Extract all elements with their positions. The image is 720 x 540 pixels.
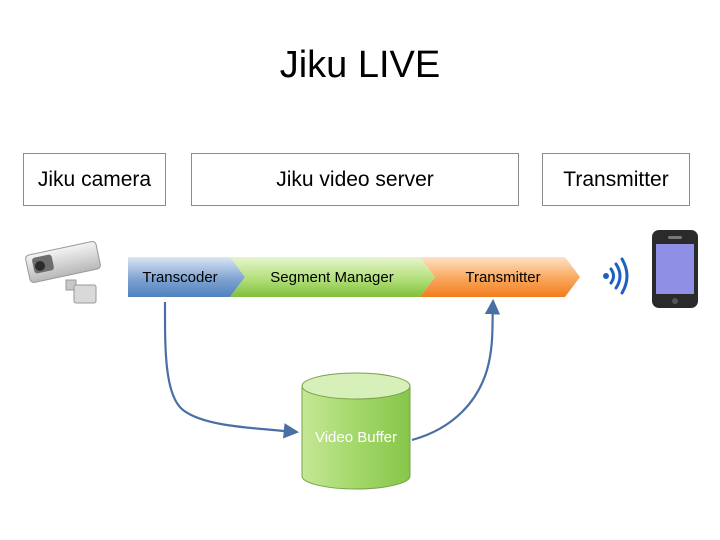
transcoder-stage: Transcoder	[128, 257, 245, 297]
video-buffer-label: Video Buffer	[315, 429, 397, 446]
smartphone-icon	[652, 230, 698, 308]
transmitter-component-label: Transmitter	[563, 167, 669, 191]
security-camera-icon	[25, 241, 101, 304]
transcoder-to-buffer-arrow	[163, 301, 300, 439]
transmitter-stage-label: Transmitter	[465, 269, 540, 286]
segment-manager-label: Segment Manager	[270, 269, 393, 286]
page-title: Jiku LIVE	[279, 44, 441, 86]
server-component-box: Jiku video server	[191, 153, 519, 206]
transcoder-label: Transcoder	[142, 269, 217, 286]
buffer-to-transmitter-arrow	[411, 298, 501, 442]
wireless-signal-icon	[603, 257, 629, 295]
segment-manager-stage: Segment Manager	[230, 257, 435, 297]
transmitter-component-box: Transmitter	[542, 153, 690, 206]
camera-component-label: Jiku camera	[37, 167, 152, 191]
transmitter-stage: Transmitter	[420, 257, 580, 297]
video-buffer-cylinder: Video Buffer	[301, 372, 411, 490]
server-component-label: Jiku video server	[276, 167, 434, 191]
camera-component-box: Jiku camera	[23, 153, 166, 206]
